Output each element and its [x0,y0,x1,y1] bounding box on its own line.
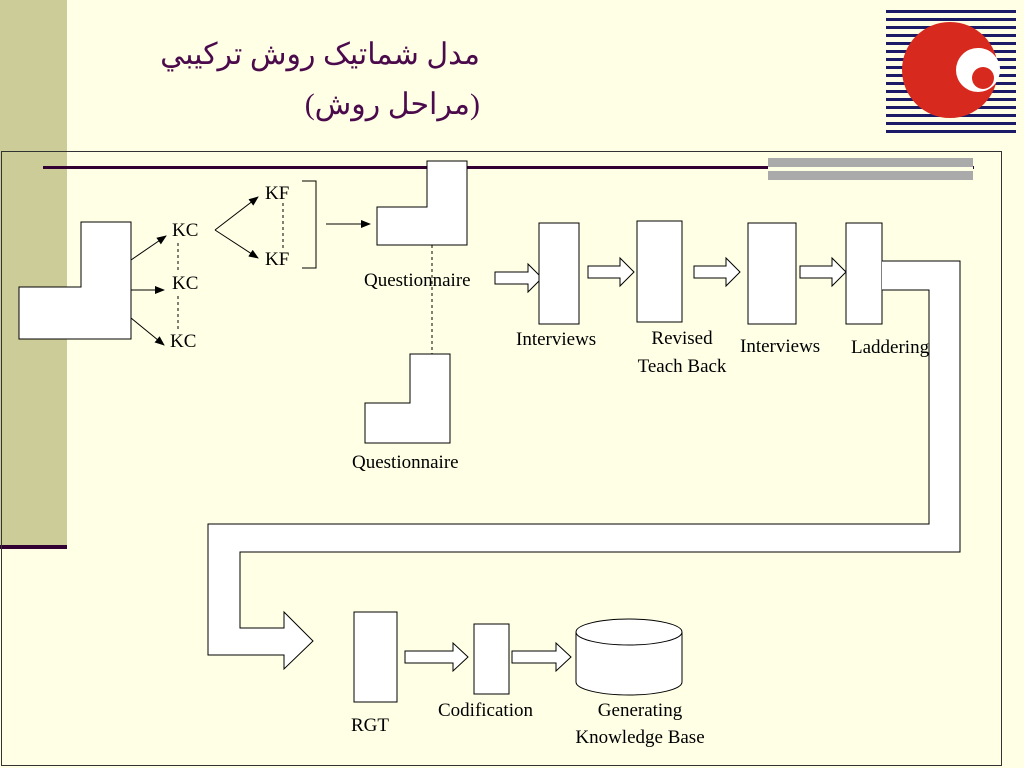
kc-label-3: KC [170,331,197,352]
questionnaire-top-label: Questionnaire [364,270,471,291]
block-arrow-5 [404,641,469,673]
kc-label-2: KC [172,273,199,294]
questionnaire-bottom-shape [364,353,451,444]
generating-label: Generating [597,700,683,721]
kf-bracket [302,180,317,269]
laddering-box [845,222,883,325]
block-arrow-4 [799,256,847,288]
questionnaire-bottom-label: Questionnaire [352,452,459,473]
arrow-to-kf-2 [214,229,259,259]
revised-teach-back-box [636,220,683,323]
arrow-to-kc-1 [130,235,167,261]
teach-back-label: Teach Back [637,356,727,377]
codification-label: Codification [438,700,533,721]
block-arrow-2 [587,256,635,288]
side-band [0,0,67,545]
interviews-2-box [747,222,797,325]
arrow-to-kc-3 [130,317,165,346]
top-rule [43,166,974,169]
logo-icon [886,10,1016,133]
knowledge-base-cylinder [575,618,683,696]
diagram-frame [1,151,1002,766]
arrow-to-kf-1 [214,196,259,231]
rgt-label: RGT [351,715,389,736]
interviews-1-box [538,222,580,325]
knowledge-base-label: Knowledge Base [575,727,705,748]
side-rule [0,545,67,549]
block-arrow-1 [494,262,543,294]
return-connector [207,260,961,671]
slide-title-line1: مدل شماتيک روش ترکيبي [160,38,480,71]
laddering-label: Laddering [851,337,930,358]
accent-bar [768,158,973,180]
interviews-1-label: Interviews [516,329,597,350]
kf-label-2: KF [265,249,290,270]
block-arrow-3 [693,256,741,288]
source-shape [18,221,132,340]
revised-label: Revised [651,328,713,349]
questionnaire-top-shape [376,160,468,246]
slide-title-line2: (مراحل روش) [304,88,480,121]
kc-label-1: KC [172,220,199,241]
rgt-box [353,611,398,703]
block-arrow-6 [511,641,572,673]
interviews-2-label: Interviews [740,336,821,357]
kf-label-1: KF [265,183,290,204]
codification-box [473,623,510,695]
